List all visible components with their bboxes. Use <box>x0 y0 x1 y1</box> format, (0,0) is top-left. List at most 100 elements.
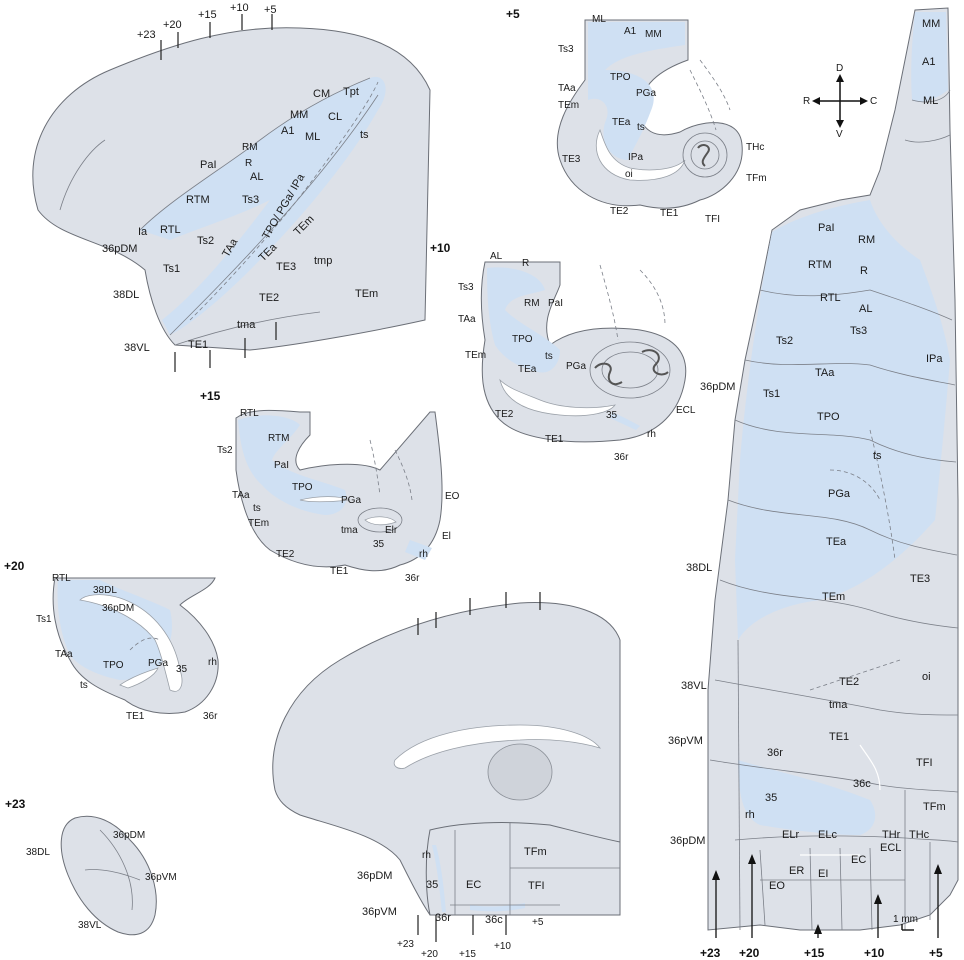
flatmap-label: TAa <box>815 367 835 379</box>
flatmap-label: 36pDM <box>700 381 735 393</box>
lateral-label: R <box>245 158 252 169</box>
section-label: 36pVM <box>145 872 177 883</box>
flatmap-label: 36r <box>767 747 783 759</box>
section-plus-20: +20 RTL 38DL 36pDM Ts1 TAa TPO PGa 35 rh… <box>4 559 219 722</box>
flatmap-label: TEm <box>822 591 845 603</box>
section-label: ML <box>592 14 606 25</box>
section-label: TAa <box>558 83 576 94</box>
section-label: Ts3 <box>558 44 574 55</box>
medial-label: TFI <box>528 880 545 892</box>
section-label: El <box>442 531 451 542</box>
section-label: TE1 <box>545 434 564 445</box>
lateral-brain-view: +23 +20 +15 +10 +5 CM Tpt MM CL A1 RM ML… <box>32 2 431 372</box>
section-label: TPO <box>292 482 313 493</box>
section-label: EO <box>445 491 460 502</box>
flatmap-marker-p20: +20 <box>739 946 760 960</box>
section-label: rh <box>647 429 656 440</box>
section-label: Ts2 <box>217 445 233 456</box>
section-label: TEa <box>612 117 631 128</box>
compass-rostral: R <box>803 96 810 107</box>
section-label: 38VL <box>78 920 102 931</box>
lateral-marker-p23: +23 <box>137 29 156 41</box>
section-label: 35 <box>176 664 188 675</box>
lateral-label: RTL <box>160 224 181 236</box>
section-label: TFI <box>705 214 720 225</box>
flatmap-label: 36pDM <box>670 835 705 847</box>
flatmap-marker-p10: +10 <box>864 946 885 960</box>
flatmap-labels: MM A1 ML PaI RM RTM R RTL AL Ts2 Ts3 IPa… <box>668 18 946 892</box>
section-label: Ts3 <box>458 282 474 293</box>
flatmap-marker-p15: +15 <box>804 946 825 960</box>
lateral-label: 38DL <box>113 289 139 301</box>
flatmap-label: Ts2 <box>776 335 793 347</box>
lateral-label: Ts3 <box>242 194 259 206</box>
section-label: PGa <box>148 658 168 669</box>
section-title: +15 <box>200 389 221 403</box>
flatmap-label: THr <box>882 829 901 841</box>
section-title: +23 <box>5 797 26 811</box>
scale-bar: 1 mm <box>893 914 918 931</box>
section-plus-15: +15 RTL RTM Ts2 PaI TPO TAa EO ts PGa TE… <box>200 389 460 584</box>
section-label: TEa <box>518 364 537 375</box>
section-label: ts <box>80 680 88 691</box>
lateral-label: 38VL <box>124 342 150 354</box>
section-label: RM <box>524 298 540 309</box>
flatmap-label: TPO <box>817 411 840 423</box>
section-label: TAa <box>232 490 250 501</box>
flatmap-marker-p23: +23 <box>700 946 721 960</box>
lateral-label: TEm <box>355 288 378 300</box>
lateral-label: MM <box>290 109 308 121</box>
medial-marker-p23: +23 <box>397 939 414 950</box>
flatmap-label: MM <box>922 18 940 30</box>
lateral-label: A1 <box>281 125 294 137</box>
section-label: 36pDM <box>113 830 145 841</box>
compass-ventral: V <box>836 129 843 140</box>
lateral-label: RTM <box>186 194 210 206</box>
compass-dorsal: D <box>836 63 843 74</box>
lateral-label: tmp <box>314 255 332 267</box>
scale-bar-label: 1 mm <box>893 914 918 925</box>
compass-caudal: C <box>870 96 877 107</box>
flatmap-coronal-arrows <box>712 854 942 938</box>
lateral-label: TE2 <box>259 292 279 304</box>
flatmap-label: ELr <box>782 829 799 841</box>
lateral-label: 36pDM <box>102 243 137 255</box>
flatmap-label: 38DL <box>686 562 712 574</box>
lateral-label: tma <box>237 319 256 331</box>
section-label: 35 <box>606 410 618 421</box>
section-label: PaI <box>274 460 289 471</box>
medial-coronal-ticks <box>417 592 541 942</box>
section-label: 38DL <box>93 585 117 596</box>
lateral-marker-p20: +20 <box>163 19 182 31</box>
section-label: TE1 <box>126 711 145 722</box>
section-label: IPa <box>628 152 643 163</box>
section-label: PaI <box>548 298 563 309</box>
section-label: TAa <box>458 314 476 325</box>
flatmap-label: Ts1 <box>763 388 780 400</box>
section-label: ts <box>545 351 553 362</box>
section-label: A1 <box>624 26 637 37</box>
section-label: Elr <box>385 525 398 536</box>
section-label: oi <box>625 169 633 180</box>
flatmap-label: TE2 <box>839 676 859 688</box>
flatmap-label: PaI <box>818 222 835 234</box>
section-label: ECL <box>676 405 696 416</box>
flatmap-label: ER <box>789 865 804 877</box>
flatmap-label: 35 <box>765 792 777 804</box>
section-label: R <box>522 258 529 269</box>
flatmap-label: TEa <box>826 536 847 548</box>
section-label: RTL <box>52 573 71 584</box>
section-label: ts <box>637 122 645 133</box>
section-label: TPO <box>103 660 124 671</box>
section-label: TEm <box>558 100 579 111</box>
lateral-marker-p15: +15 <box>198 9 217 21</box>
lateral-label: Ts1 <box>163 263 180 275</box>
section-label: 36r <box>405 573 420 584</box>
orientation-compass: D V R C <box>803 63 877 140</box>
medial-label: EC <box>466 879 481 891</box>
medial-marker-p20: +20 <box>421 949 438 960</box>
section-label: PGa <box>636 88 656 99</box>
section-label: TFm <box>746 173 767 184</box>
section-plus-5: +5 ML A1 MM Ts3 TPO TAa PGa TEm TEa ts T… <box>506 7 767 225</box>
